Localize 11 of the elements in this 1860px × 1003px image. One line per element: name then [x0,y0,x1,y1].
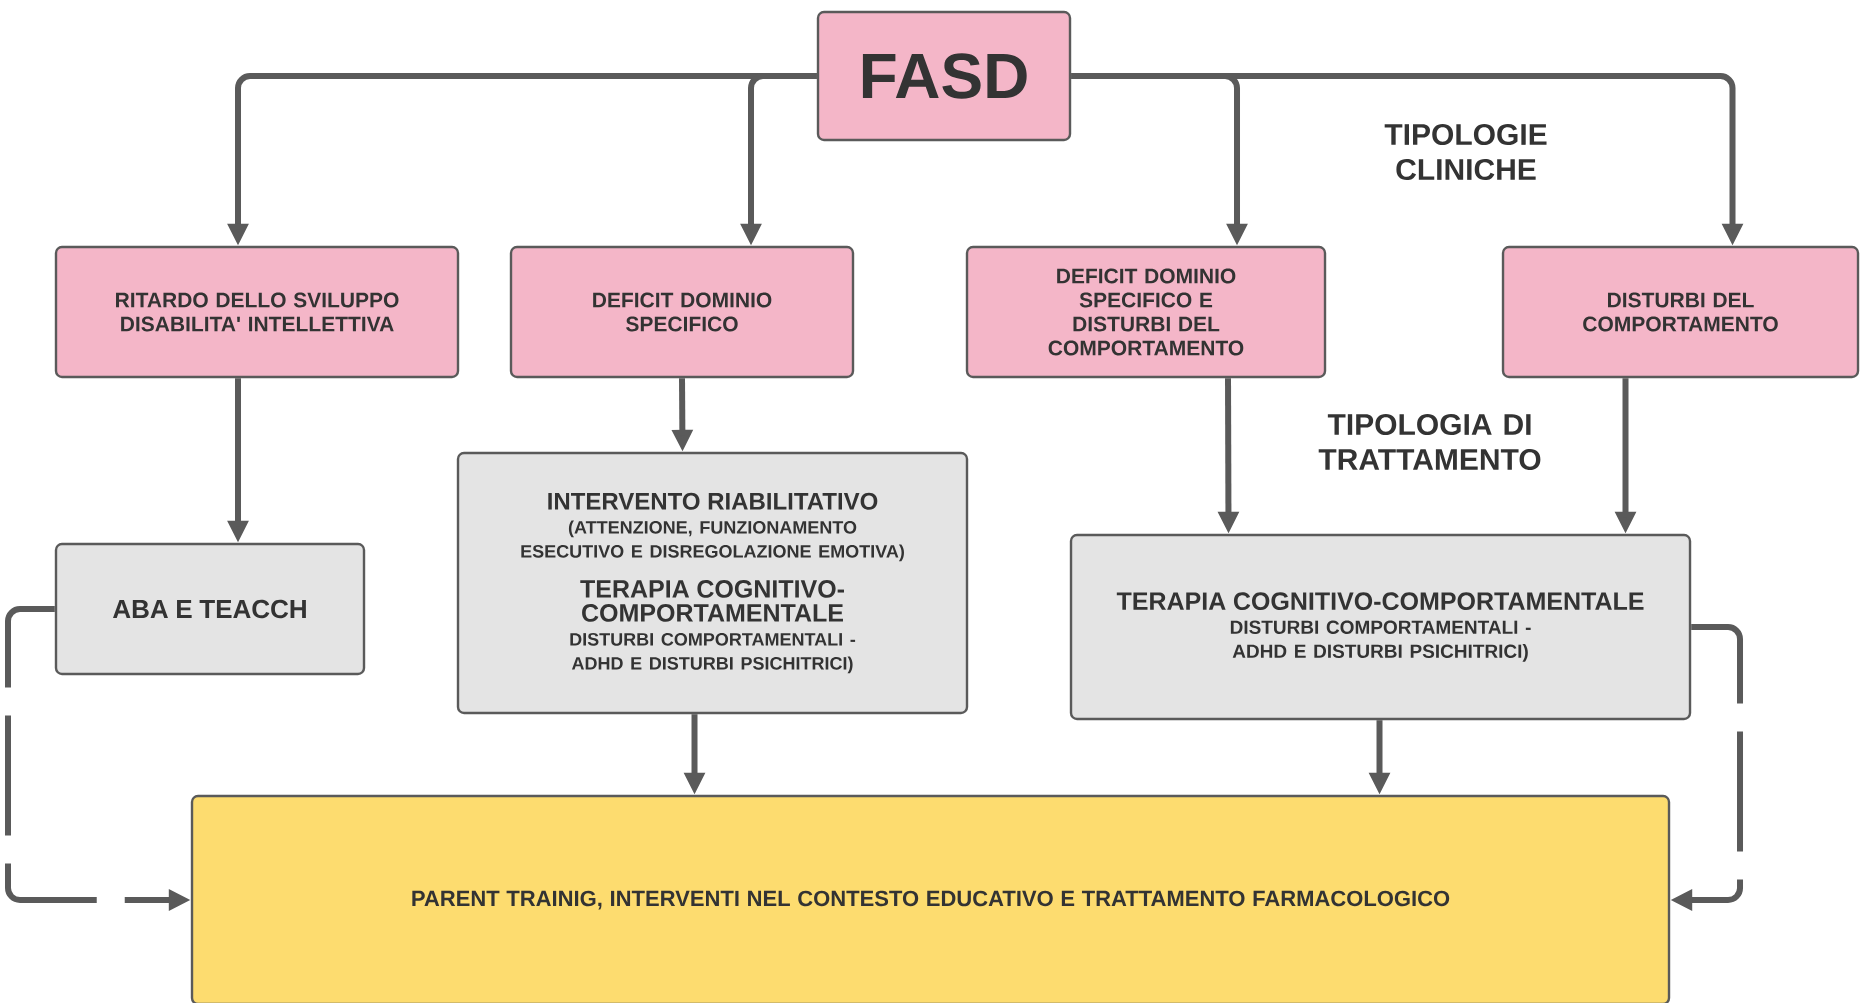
treatment-box: TERAPIA COGNITIVO-COMPORTAMENTALE DISTURBI COMPORTAMENTALI -ADHD E DISTURBI PSICHITRICI) [1069,533,1692,721]
treatment-box: ABA E TEACCH [54,542,366,676]
category-box: RITARDO DELLO SVILUPPO DISABILITA' INTELLETTIVA [54,245,460,379]
category-box: DISTURBI DEL COMPORTAMENTO [1501,245,1860,379]
title-box: FASD [816,10,1072,142]
category-box: DEFICIT DOMINIO SPECIFICO [509,245,855,379]
category-box: DEFICIT DOMINIO SPECIFICO E DISTURBI DEL COMPORTAMENTO [965,245,1327,379]
treatment-box: INTERVENTO RIABILITATIVO (ATTENZIONE, FUNZIONAMENTO ESECUTIVO E DISREGOLAZIONE EMOTIVA) TERAPIA COGNITIVO-COMPORTAMENTALE DISTURBI COMPORTAMENTALI -ADHD E DISTURBI PSICHITRICI) [456,451,969,715]
shared-treatment-box: PARENT TRAINIG, INTERVENTI NEL CONTESTO EDUCATIVO E TRATTAMENTO FARMACOLOGICO [190,794,1671,1003]
section-heading: TIPOLOGIE CLINICHE [1384,123,1547,181]
section-heading: TIPOLOGIA DI TRATTAMENTO [1318,413,1541,471]
